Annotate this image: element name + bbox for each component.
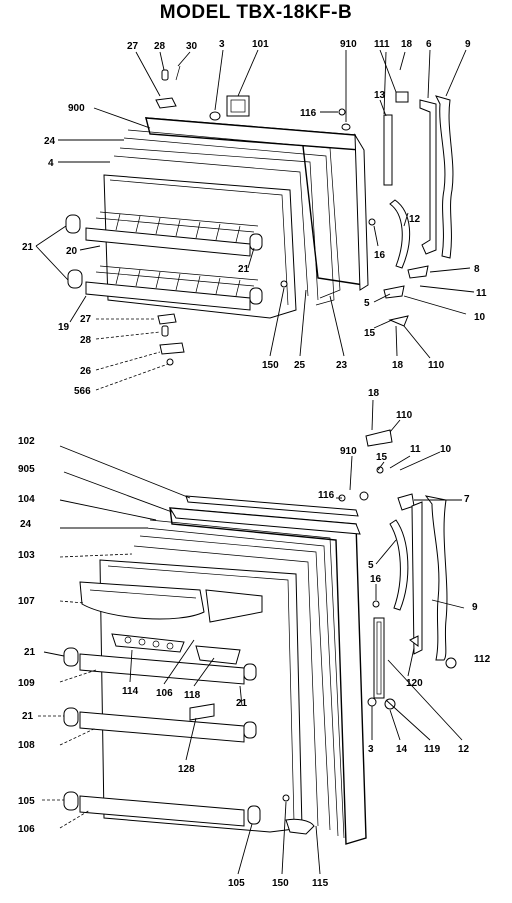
part-number: 25 — [294, 360, 306, 371]
part-number: 10 — [440, 444, 452, 455]
part-number: 18 — [392, 360, 404, 371]
part-number: 9 — [465, 39, 471, 50]
fresh-food-door-assembly — [63, 429, 457, 845]
part-number: 30 — [186, 41, 198, 52]
part-number: 18 — [368, 388, 380, 399]
part-number: 24 — [44, 136, 56, 147]
part-number: 116 — [300, 108, 317, 119]
part-number: 19 — [58, 322, 70, 333]
part-number: 109 — [18, 678, 35, 689]
part-number: 115 — [312, 878, 329, 889]
part-number: 108 — [18, 740, 35, 751]
part-number: 21 — [22, 242, 34, 253]
part-number: 910 — [340, 39, 357, 50]
part-number: 10 — [474, 312, 486, 323]
part-number: 110 — [428, 360, 445, 371]
part-number: 27 — [127, 41, 139, 52]
part-number: 13 — [374, 90, 386, 101]
part-number: 11 — [476, 288, 487, 299]
part-number: 18 — [401, 39, 413, 50]
part-number: 4 — [48, 158, 54, 169]
top-leader-lines — [35, 49, 475, 391]
part-number: 116 — [318, 490, 335, 501]
part-number: 15 — [364, 328, 376, 339]
part-number: 103 — [18, 550, 35, 561]
part-number: 150 — [262, 360, 279, 371]
part-number: 16 — [374, 250, 386, 261]
part-number: 105 — [228, 878, 245, 889]
part-number: 20 — [66, 246, 78, 257]
part-number: 119 — [424, 744, 441, 755]
part-number: 16 — [370, 574, 382, 585]
part-number: 102 — [18, 436, 35, 447]
part-number: 5 — [368, 560, 374, 571]
part-number: 104 — [18, 494, 35, 505]
part-number: 5 — [364, 298, 370, 309]
bottom-leader-lines — [38, 399, 465, 875]
part-number: 110 — [396, 410, 413, 421]
part-number: 21 — [238, 264, 250, 275]
part-number: 905 — [18, 464, 35, 475]
part-number: 27 — [80, 314, 92, 325]
part-number: 3 — [368, 744, 374, 755]
part-number: 900 — [68, 103, 85, 114]
part-number: 28 — [80, 335, 92, 346]
part-number: 105 — [18, 796, 35, 807]
part-number: 106 — [18, 824, 35, 835]
part-number: 6 — [426, 39, 432, 50]
part-number: 28 — [154, 41, 166, 52]
part-number: 14 — [396, 744, 408, 755]
part-number: 910 — [340, 446, 357, 457]
part-number-labels: 27 28 30 3 101 910 111 18 6 9 900 116 13… — [18, 39, 491, 889]
part-number: 15 — [376, 452, 388, 463]
part-number: 111 — [374, 39, 390, 50]
part-number: 150 — [272, 878, 289, 889]
part-number: 21 — [24, 647, 36, 658]
part-number: 112 — [474, 654, 491, 665]
part-number: 114 — [122, 686, 139, 697]
part-number: 120 — [406, 678, 423, 689]
part-number: 107 — [18, 596, 35, 607]
part-number: 3 — [219, 39, 225, 50]
part-number: 106 — [156, 688, 173, 699]
part-number: 21 — [236, 698, 248, 709]
part-number: 21 — [22, 711, 34, 722]
part-number: 12 — [409, 214, 421, 225]
part-number: 7 — [464, 494, 470, 505]
part-number: 101 — [252, 39, 269, 50]
part-number: 11 — [410, 444, 421, 455]
part-number: 118 — [184, 690, 201, 701]
part-number: 8 — [474, 264, 480, 275]
part-number: 23 — [336, 360, 348, 371]
freezer-door-assembly — [65, 65, 454, 366]
part-number: 566 — [74, 386, 91, 397]
part-number: 9 — [472, 602, 478, 613]
part-number: 24 — [20, 519, 32, 530]
part-number: 128 — [178, 764, 195, 775]
part-number: 26 — [80, 366, 92, 377]
diagram-title: MODEL TBX-18KF-B — [159, 2, 353, 23]
part-number: 12 — [458, 744, 470, 755]
